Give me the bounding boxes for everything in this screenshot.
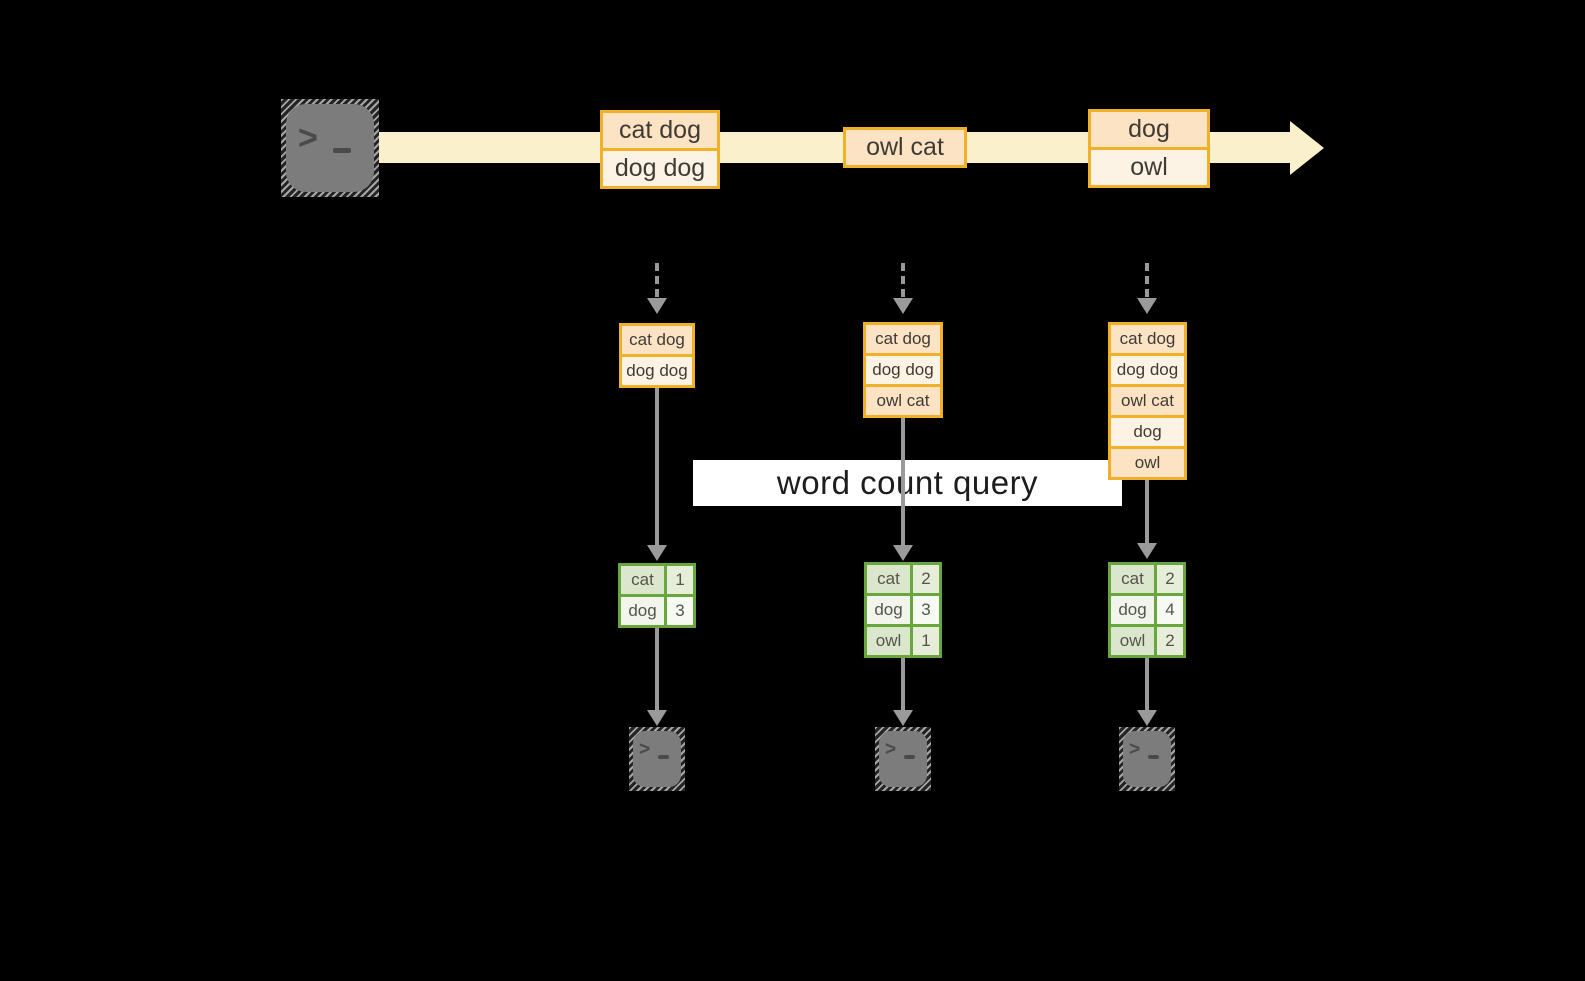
- table-word-cell: dog: [867, 596, 910, 624]
- query-banner: word count query: [693, 460, 1122, 506]
- prompt-chevron-icon: >: [1129, 739, 1141, 760]
- stack-cell: owl cat: [1111, 387, 1184, 415]
- table-word-cell: cat: [1111, 565, 1154, 593]
- terminal-source-icon: >: [281, 99, 379, 197]
- stream-message-3: dog owl: [1088, 109, 1210, 188]
- stack-cell: cat dog: [866, 325, 940, 353]
- buffer-stack-3: cat dog dog dog owl cat dog owl: [1108, 322, 1187, 480]
- prompt-underscore-icon: [1148, 755, 1159, 759]
- terminal-sink-icon-3: >: [1119, 727, 1175, 791]
- ingest-arrow-head-3: [1137, 298, 1157, 314]
- query-arrow-head-2: [893, 545, 913, 561]
- output-arrow-head-2: [893, 710, 913, 726]
- stack-cell: dog dog: [622, 357, 692, 385]
- prompt-underscore-icon: [333, 148, 351, 153]
- stream-message-2: owl cat: [843, 127, 967, 168]
- prompt-underscore-icon: [658, 755, 669, 759]
- table-word-cell: dog: [1111, 596, 1154, 624]
- table-count-cell: 2: [1157, 565, 1183, 593]
- output-arrow-line-2: [901, 658, 905, 710]
- output-arrow-line-1: [655, 628, 659, 710]
- table-count-cell: 4: [1157, 596, 1183, 624]
- table-word-cell: owl: [867, 627, 910, 655]
- stream-arrow-head-icon: [1290, 121, 1324, 175]
- table-word-cell: owl: [1111, 627, 1154, 655]
- terminal-body: [633, 731, 681, 787]
- stack-cell: cat dog: [1111, 325, 1184, 353]
- query-banner-label: word count query: [776, 464, 1039, 501]
- ingest-arrow-line-2: [901, 263, 905, 297]
- stack-cell: dog dog: [866, 356, 940, 384]
- prompt-chevron-icon: >: [298, 119, 318, 157]
- ingest-arrow-line-3: [1145, 263, 1149, 297]
- message-line: owl cat: [846, 130, 964, 165]
- query-arrow-head-1: [647, 545, 667, 561]
- message-line: dog: [1091, 112, 1207, 147]
- table-word-cell: dog: [621, 597, 664, 625]
- stack-cell: dog: [1111, 418, 1184, 446]
- ingest-arrow-head-1: [647, 298, 667, 314]
- terminal-sink-icon-2: >: [875, 727, 931, 791]
- table-count-cell: 3: [913, 596, 939, 624]
- terminal-body: [286, 104, 374, 192]
- stack-cell: dog dog: [1111, 356, 1184, 384]
- ingest-arrow-line-1: [655, 263, 659, 297]
- output-arrow-head-3: [1137, 710, 1157, 726]
- table-count-cell: 1: [667, 566, 693, 594]
- query-arrow-line-1: [655, 386, 659, 545]
- terminal-body: [879, 731, 927, 787]
- query-arrow-line-2: [901, 416, 905, 545]
- prompt-chevron-icon: >: [885, 739, 897, 760]
- output-arrow-line-3: [1145, 658, 1149, 710]
- message-line: owl: [1091, 150, 1207, 185]
- stack-cell: owl: [1111, 449, 1184, 477]
- terminal-body: [1123, 731, 1171, 787]
- message-line: dog dog: [603, 151, 717, 186]
- terminal-sink-icon-1: >: [629, 727, 685, 791]
- query-arrow-line-3: [1145, 478, 1149, 543]
- count-table-1: cat 1 dog 3: [618, 563, 696, 628]
- stream-message-1: cat dog dog dog: [600, 110, 720, 189]
- count-table-2: cat 2 dog 3 owl 1: [864, 562, 942, 658]
- table-word-cell: cat: [867, 565, 910, 593]
- prompt-underscore-icon: [904, 755, 915, 759]
- stack-cell: owl cat: [866, 387, 940, 415]
- ingest-arrow-head-2: [893, 298, 913, 314]
- prompt-chevron-icon: >: [639, 739, 651, 760]
- message-line: cat dog: [603, 113, 717, 148]
- query-arrow-head-3: [1137, 543, 1157, 559]
- table-count-cell: 2: [913, 565, 939, 593]
- count-table-3: cat 2 dog 4 owl 2: [1108, 562, 1186, 658]
- output-arrow-head-1: [647, 710, 667, 726]
- buffer-stack-1: cat dog dog dog: [619, 323, 695, 388]
- buffer-stack-2: cat dog dog dog owl cat: [863, 322, 943, 418]
- table-count-cell: 2: [1157, 627, 1183, 655]
- table-count-cell: 1: [913, 627, 939, 655]
- table-count-cell: 3: [667, 597, 693, 625]
- table-word-cell: cat: [621, 566, 664, 594]
- stack-cell: cat dog: [622, 326, 692, 354]
